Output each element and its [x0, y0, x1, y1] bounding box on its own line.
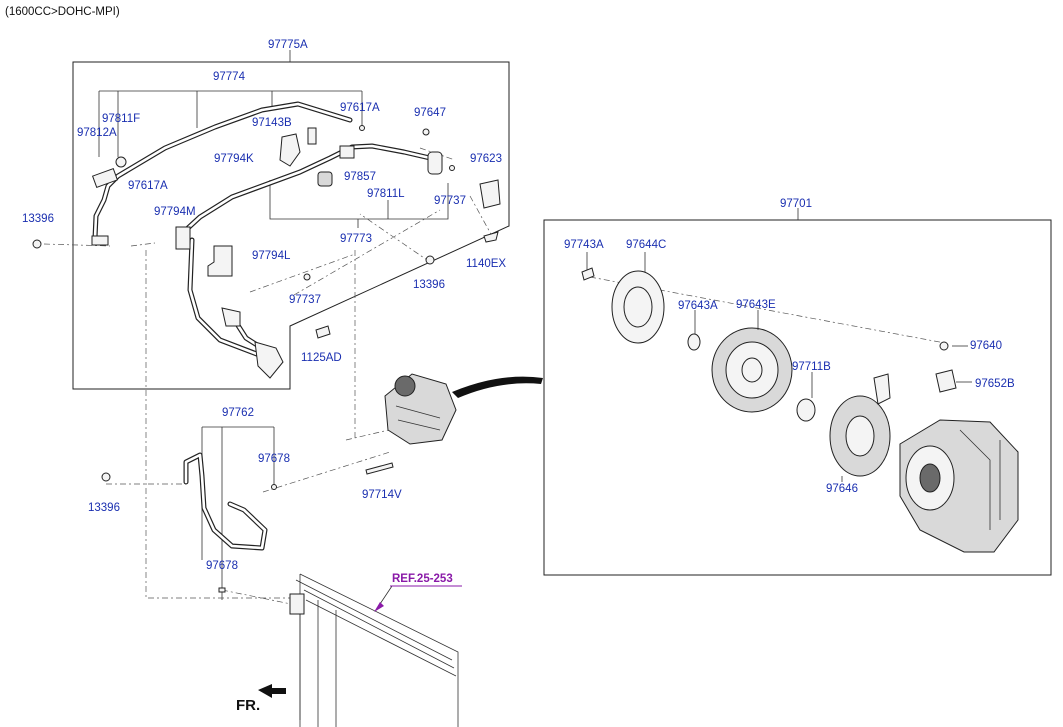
oring-97678-top — [271, 484, 277, 490]
label-13396-mid: 13396 — [413, 279, 445, 291]
label-13396-left: 13396 — [22, 213, 54, 225]
label-97644C: 97644C — [626, 239, 666, 251]
bracket-97794K — [279, 133, 301, 167]
front-label: FR. — [236, 697, 260, 714]
oring-97617A-top — [359, 125, 365, 131]
snap-ring-97643A — [687, 333, 701, 351]
cap-97623 — [479, 179, 501, 209]
bolt-1125AD — [315, 325, 331, 339]
oring-97737-mid — [303, 273, 311, 281]
bolt-97647 — [422, 128, 430, 136]
condenser-fitting — [289, 593, 305, 615]
label-97643E: 97643E — [736, 299, 776, 311]
label-97647: 97647 — [414, 107, 446, 119]
muffler-block — [254, 341, 284, 379]
label-97812A: 97812A — [77, 127, 117, 139]
nut-13396-left — [32, 239, 42, 249]
label-97773: 97773 — [340, 233, 372, 245]
leader-lines — [43, 147, 946, 606]
label-97711B: 97711B — [792, 361, 831, 373]
pipe-clamp — [91, 167, 119, 189]
front-arrow-icon — [258, 684, 286, 698]
label-97857: 97857 — [344, 171, 376, 183]
group-box-97701 — [543, 219, 1052, 576]
label-97774: 97774 — [213, 71, 246, 83]
label-97794M: 97794M — [154, 206, 196, 218]
discharge-hose-97762 — [183, 452, 268, 551]
label-13396-low: 13396 — [88, 502, 120, 514]
bracket-97794M — [175, 226, 191, 250]
nut-13396-mid — [425, 255, 435, 265]
oring-97678-low — [218, 587, 226, 593]
label-97794K: 97794K — [214, 153, 254, 165]
suction-hose-assembly — [92, 101, 433, 359]
pipe-joint — [221, 307, 241, 327]
pipe-fitting-left — [91, 235, 109, 246]
label-97617A-left: 97617A — [128, 180, 168, 192]
label-97643A: 97643A — [678, 300, 718, 312]
label-97652B: 97652B — [975, 378, 1015, 390]
fitting-right — [427, 151, 443, 175]
label-1140EX: 1140EX — [466, 258, 506, 270]
label-97143B: 97143B — [252, 117, 292, 129]
label-97646: 97646 — [826, 483, 858, 495]
snap-ring-97711B — [796, 398, 816, 422]
fitting-97811L — [339, 145, 355, 159]
label-97794L: 97794L — [252, 250, 291, 262]
label-97678-low: 97678 — [206, 560, 238, 572]
label-97640: 97640 — [970, 340, 1002, 352]
label-97701: 97701 — [780, 198, 812, 210]
label-97811F: 97811F — [102, 113, 140, 125]
compressor-exploded-parts — [581, 252, 1019, 553]
label-97762: 97762 — [222, 407, 254, 419]
bolt-1140EX — [483, 231, 499, 243]
detail-arrow — [452, 376, 543, 398]
label-97737-right: 97737 — [434, 195, 466, 207]
grommet-97857 — [317, 171, 333, 187]
valve-97143B — [307, 127, 317, 145]
label-97775A: 97775A — [268, 39, 308, 51]
condenser — [289, 573, 459, 727]
label-97678-top: 97678 — [258, 453, 290, 465]
engine-spec-header: (1600CC>DOHC-MPI) — [5, 6, 120, 18]
label-97811L: 97811L — [367, 188, 405, 200]
label-1125AD: 1125AD — [301, 352, 342, 364]
oring-97812A — [115, 156, 127, 168]
bracket-97794L — [207, 245, 233, 277]
bracket-97652B — [935, 369, 957, 393]
label-97623: 97623 — [470, 153, 502, 165]
label-97617A-top: 97617A — [340, 102, 380, 114]
oring-97737 — [449, 165, 455, 171]
compressor-small — [384, 373, 457, 445]
ref-link[interactable]: REF.25-253 — [392, 573, 453, 585]
group-box-97775A — [72, 61, 510, 390]
label-97714V: 97714V — [362, 489, 402, 501]
bolt-97714V — [365, 462, 394, 475]
label-97737-mid: 97737 — [289, 294, 321, 306]
nut-13396-low — [101, 472, 111, 482]
label-97743A: 97743A — [564, 239, 604, 251]
